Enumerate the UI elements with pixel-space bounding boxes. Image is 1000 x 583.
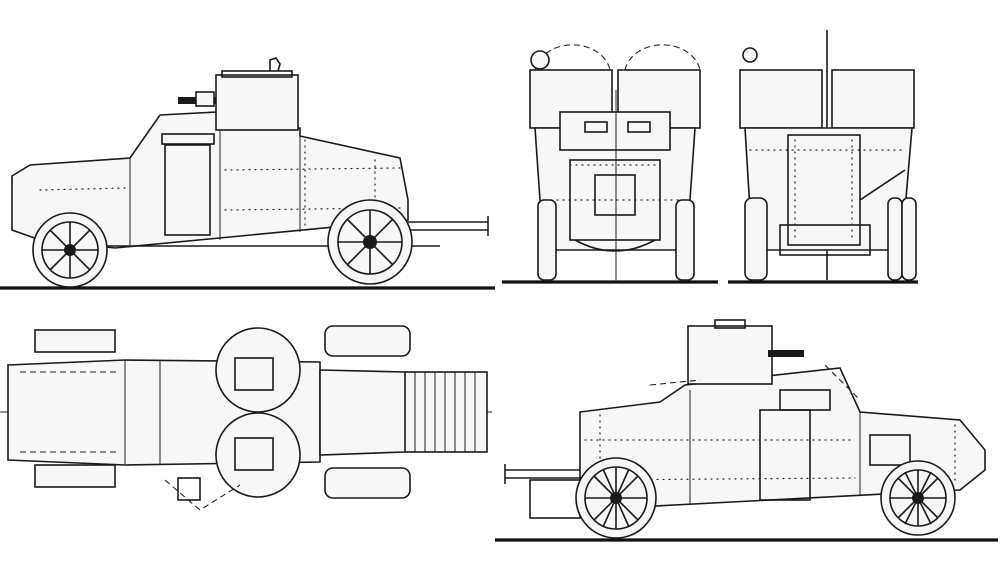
rear-grating (404, 371, 488, 453)
front-wheel (32, 212, 108, 288)
radiator-armor (569, 159, 661, 241)
turret-top-left (215, 327, 301, 413)
rear-axle-housing (779, 224, 871, 256)
turret-right (831, 69, 915, 129)
searchlight (530, 50, 550, 70)
rear-wheel-right-inner (887, 197, 903, 281)
side-door (164, 144, 211, 236)
turret-hatch (714, 319, 746, 329)
turret (687, 325, 773, 385)
vision-slit (161, 133, 215, 145)
rear-wheel-left (744, 197, 768, 281)
hood-panel (869, 434, 911, 466)
rear-wheel (575, 457, 657, 539)
hull (579, 367, 986, 511)
turret-hatch (234, 357, 274, 391)
radiator-hatch (594, 174, 636, 216)
turret-swing (624, 44, 701, 71)
front-view (502, 44, 718, 284)
rear-wheel-top-right (324, 467, 411, 499)
searchlight (742, 47, 758, 63)
door-swing (164, 479, 241, 511)
front-fender-left (34, 329, 116, 353)
vision-slot (627, 121, 651, 133)
turret-hatch (234, 437, 274, 471)
top-view (0, 325, 492, 511)
rear-wheel-top-left (324, 325, 411, 357)
side-view-left (0, 57, 495, 290)
rear-toolbox (529, 479, 581, 519)
hidden-edge (649, 364, 861, 401)
brace (859, 169, 906, 201)
cab-front (559, 111, 671, 151)
rear-wheel (327, 199, 413, 285)
side-door (759, 409, 811, 501)
side-hatch (177, 477, 201, 501)
front-wheel-right (675, 199, 695, 281)
periscope (269, 57, 281, 72)
turret-top-right (215, 412, 301, 498)
front-wheel-left (537, 199, 557, 281)
front-fender-right (34, 464, 116, 488)
gun-mount (195, 91, 215, 107)
turret-roof (221, 70, 293, 78)
rear-door (787, 134, 861, 246)
turret (215, 74, 299, 131)
front-wheel (880, 460, 956, 536)
turret-left (739, 69, 823, 129)
rivet-line (39, 187, 126, 191)
rear-wheel-right-outer (901, 197, 917, 281)
side-view-right (495, 319, 998, 542)
vision-slot (584, 121, 608, 133)
front-axle (574, 239, 656, 252)
rear-view (728, 30, 918, 284)
grating-bars (414, 372, 476, 452)
machine-gun (768, 350, 804, 357)
